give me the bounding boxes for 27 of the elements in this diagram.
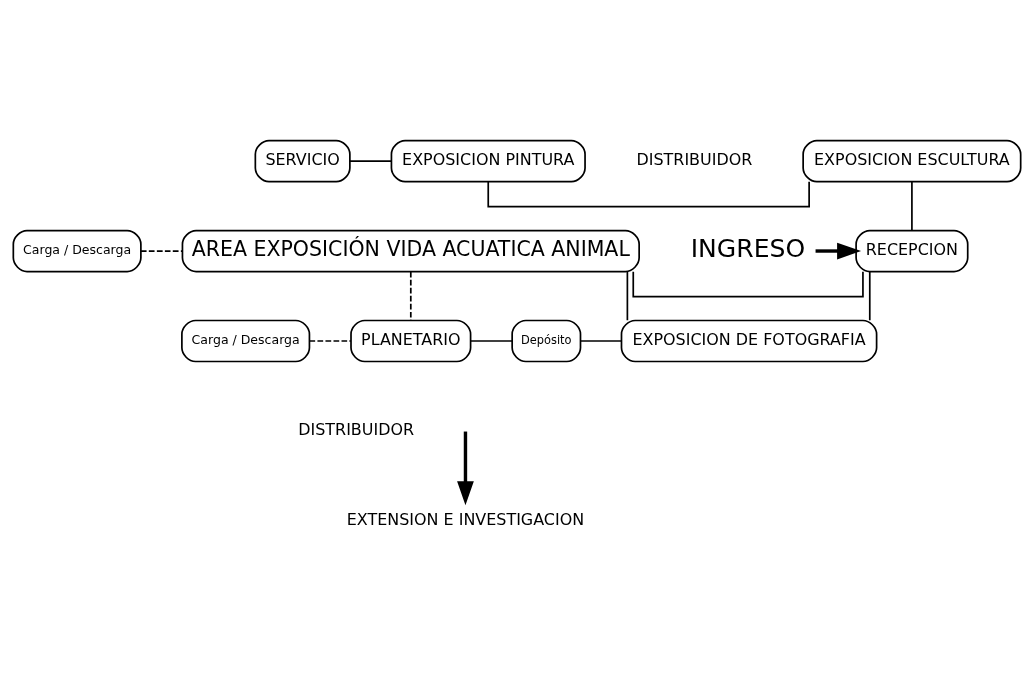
- node-box: EXPOSICION DE FOTOGRAFIA: [620, 319, 878, 362]
- node-text: INGRESO: [690, 233, 806, 263]
- connector: [626, 270, 629, 321]
- connector: [349, 159, 392, 162]
- node-box: PLANETARIO: [350, 319, 472, 362]
- connector: [487, 180, 810, 207]
- arrow: [815, 242, 862, 259]
- node-box: RECEPCION: [855, 229, 969, 272]
- connector: [409, 270, 412, 321]
- node-box: SERVICIO: [254, 139, 351, 182]
- node-box: EXPOSICION ESCULTURA: [802, 139, 1022, 182]
- connector: [579, 339, 622, 342]
- connector: [469, 339, 513, 342]
- node-box: Carga / Descarga: [181, 319, 311, 362]
- connector: [868, 270, 871, 321]
- label: DISTRIBUIDOR: [298, 419, 415, 439]
- connector: [911, 180, 913, 231]
- node-box: Depósito: [511, 319, 582, 362]
- node-text: EXTENSION E INVESTIGACION: [346, 509, 585, 529]
- node-box: AREA EXPOSICIÓN VIDA ACUATICA ANIMAL: [181, 229, 640, 272]
- arrow: [457, 431, 474, 505]
- connector: [140, 249, 184, 252]
- label: DISTRIBUIDOR: [636, 149, 753, 169]
- node-box: Carga / Descarga: [12, 229, 142, 272]
- node-box: EXPOSICION PINTURA: [390, 139, 586, 182]
- connector: [632, 270, 864, 297]
- connector: [308, 339, 352, 342]
